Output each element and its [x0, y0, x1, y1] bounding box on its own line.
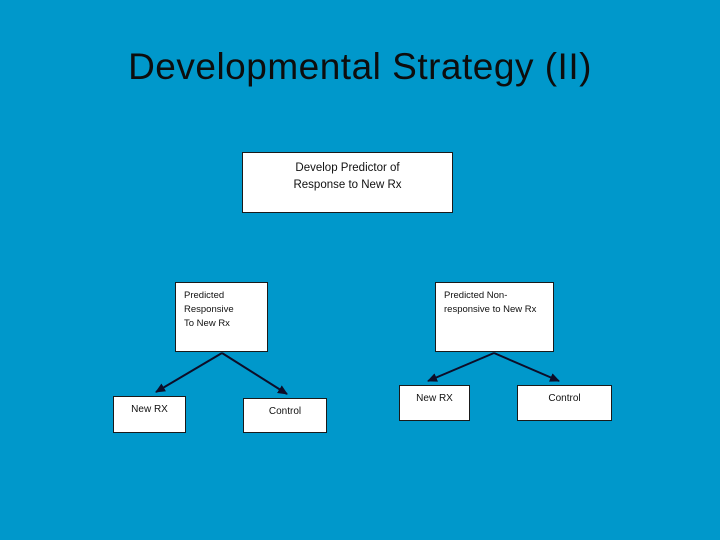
connector-responsive-to-newrx — [155, 352, 223, 393]
box-responsive-new-rx: New RX — [113, 396, 186, 433]
box-responsive-control: Control — [243, 398, 327, 433]
connector-nonresponsive-to-newrx — [427, 352, 495, 382]
connector-responsive-to-control — [221, 352, 288, 395]
box-nonresponsive-new-rx: New RX — [399, 385, 470, 421]
box-develop-predictor: Develop Predictor of Response to New Rx — [242, 152, 453, 213]
connector-nonresponsive-to-control — [493, 352, 560, 382]
box-nonresponsive-control: Control — [517, 385, 612, 421]
box-predicted-nonresponsive: Predicted Non- responsive to New Rx — [435, 282, 554, 352]
slide-title: Developmental Strategy (II) — [128, 46, 592, 87]
box-predicted-responsive: Predicted Responsive To New Rx — [175, 282, 268, 352]
